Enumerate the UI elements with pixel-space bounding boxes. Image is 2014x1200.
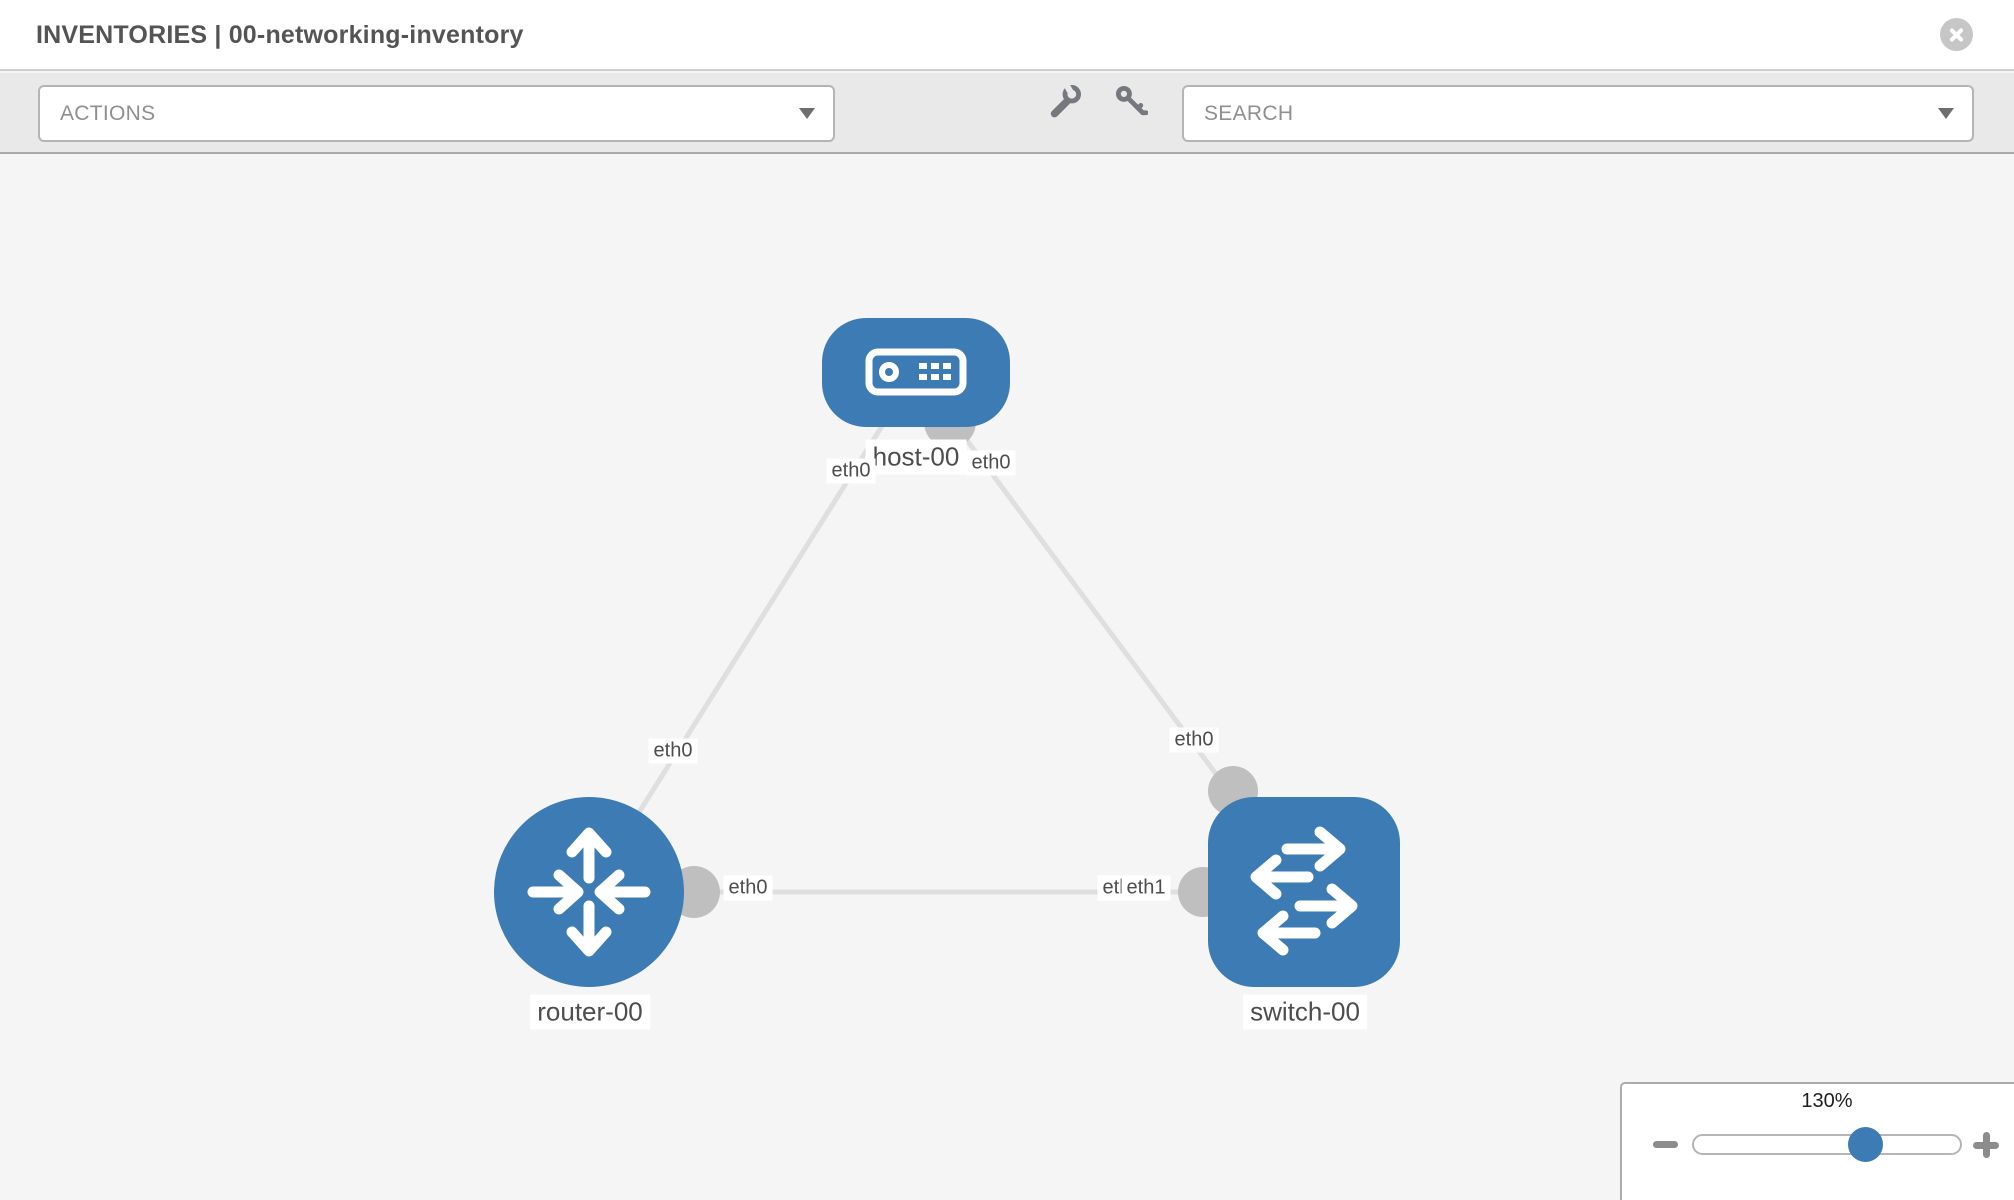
interface-label: eth0 [648,738,698,764]
search-dropdown-label: SEARCH [1204,102,1294,125]
zoom-panel: 130% [1620,1082,2014,1200]
chevron-down-icon [1938,108,1954,119]
interface-label: eth0 [826,458,876,484]
key-icon[interactable] [1114,84,1148,118]
actions-dropdown-label: ACTIONS [60,102,156,125]
node-label-router: router-00 [530,994,650,1030]
interface-label: eth1 [1121,875,1171,901]
router-icon [527,827,651,957]
node-label-host: host-00 [865,439,967,475]
zoom-level-value: 130% [1801,1090,1853,1112]
node-host-00[interactable] [822,318,1010,427]
close-icon[interactable] [1940,18,1973,51]
search-dropdown[interactable]: SEARCH [1182,85,1974,142]
wrench-icon[interactable] [1048,84,1082,118]
switch-icon [1250,826,1358,956]
page-title: INVENTORIES | 00-networking-inventory [36,21,524,49]
host-icon [865,348,967,396]
interface-label: eth0 [1169,727,1219,753]
chevron-down-icon [799,108,815,119]
zoom-slider-thumb[interactable] [1848,1127,1883,1162]
node-switch-00[interactable] [1208,797,1400,987]
toolbar: ACTIONS SEARCH [0,73,2014,154]
interface-label: eth0 [966,450,1016,476]
header-bar: INVENTORIES | 00-networking-inventory [0,0,2014,71]
interface-label: eth0 [723,875,773,901]
actions-dropdown[interactable]: ACTIONS [38,85,835,142]
node-label-switch: switch-00 [1243,994,1367,1030]
zoom-slider-track[interactable] [1692,1134,1962,1155]
zoom-in-plus-icon[interactable] [1972,1131,2000,1159]
node-router-00[interactable] [494,797,684,987]
zoom-out-minus-icon[interactable] [1653,1141,1678,1148]
